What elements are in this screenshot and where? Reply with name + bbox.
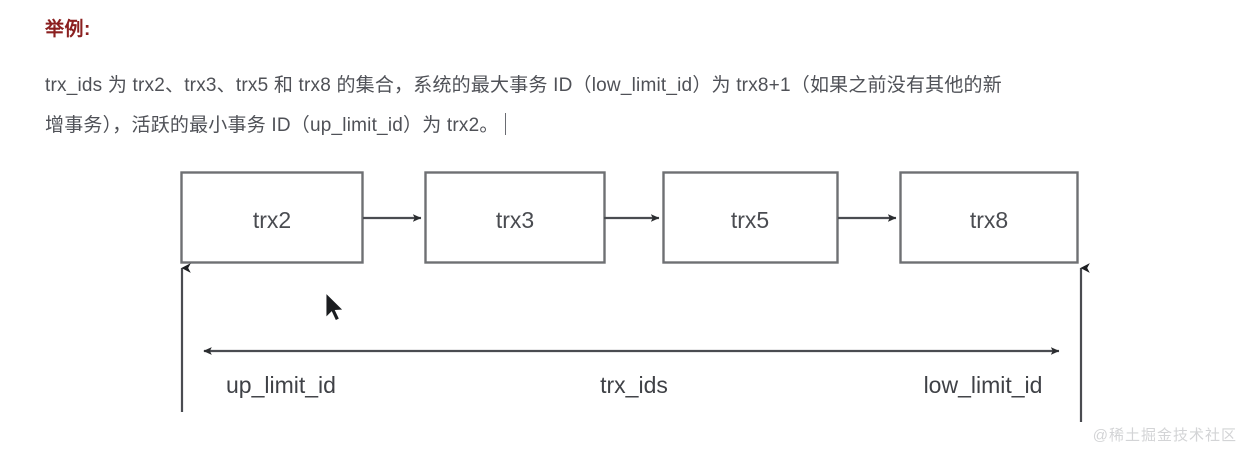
box-label-0: trx2 (253, 207, 291, 233)
box-label-2: trx5 (731, 207, 769, 233)
range-label-low-limit: low_limit_id (924, 372, 1043, 398)
body-paragraph: trx_ids 为 trx2、trx3、trx5 和 trx8 的集合，系统的最… (45, 66, 1213, 146)
page-heading: 举例: (45, 19, 91, 40)
box-label-3: trx8 (970, 207, 1008, 233)
box-trx3: trx3 (424, 171, 606, 264)
paragraph-line-2: 增事务），活跃的最小事务 ID（up_limit_id）为 trx2。 (45, 115, 499, 136)
mouse-pointer-icon (325, 291, 345, 322)
box-trx5: trx5 (662, 171, 839, 264)
site-watermark: @稀土掘金技术社区 (1092, 427, 1237, 444)
box-trx8: trx8 (899, 171, 1079, 264)
paragraph-line-2-wrap: 增事务），活跃的最小事务 ID（up_limit_id）为 trx2。 (45, 106, 1213, 146)
text-caret (504, 113, 506, 135)
transaction-diagram: trx2 trx3 trx5 trx8 up_limit_id trx_ids … (0, 150, 1255, 457)
range-label-up-limit: up_limit_id (226, 372, 336, 398)
box-trx2: trx2 (180, 171, 364, 264)
paragraph-line-1: trx_ids 为 trx2、trx3、trx5 和 trx8 的集合，系统的最… (45, 75, 1002, 96)
range-label-trx-ids: trx_ids (600, 372, 668, 398)
box-label-1: trx3 (496, 207, 534, 233)
